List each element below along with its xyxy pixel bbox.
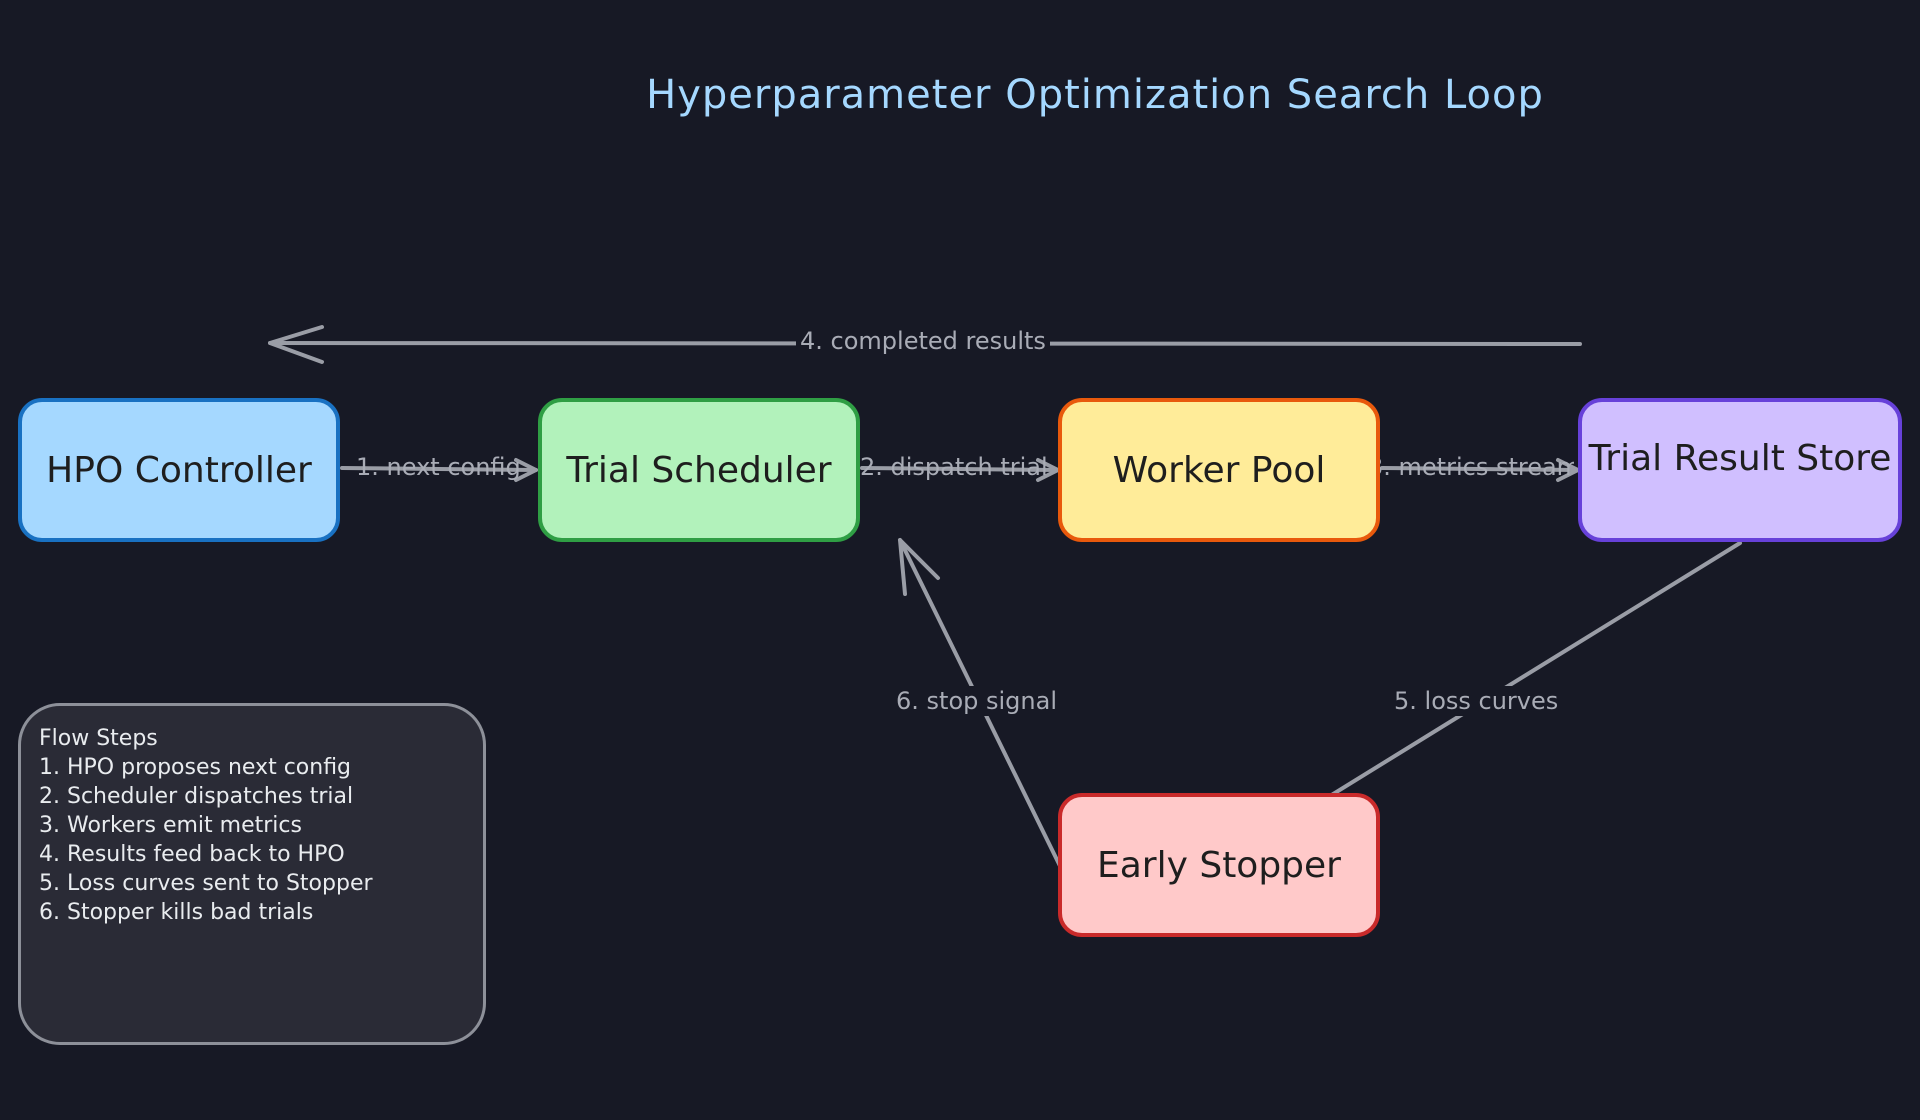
flow-steps-legend: Flow Steps 1. HPO proposes next config 2…: [18, 703, 486, 1045]
legend-step: 6. Stopper kills bad trials: [39, 900, 314, 925]
legend-step: 4. Results feed back to HPO: [39, 842, 345, 867]
edge-label-dispatch-trial: 2. dispatch trial: [860, 453, 1048, 481]
legend-step: 3. Workers emit metrics: [39, 813, 302, 838]
node-hpo-controller[interactable]: HPO Controller: [18, 398, 340, 542]
edge-label-loss-curves: 5. loss curves: [1388, 686, 1565, 716]
edge-next-config: [340, 458, 538, 482]
legend-step: 1. HPO proposes next config: [39, 755, 352, 780]
legend-step: 5. Loss curves sent to Stopper: [39, 871, 373, 896]
legend-step: 2. Scheduler dispatches trial: [39, 784, 354, 809]
node-trial-result-store[interactable]: Trial Result Store: [1578, 398, 1902, 542]
edge-label-next-config: 1. next config: [356, 453, 521, 481]
node-early-stopper[interactable]: Early Stopper: [1058, 793, 1380, 937]
edge-label-stop-signal: 6. stop signal: [890, 686, 1063, 716]
edge-label-metrics-stream: 3. metrics stream: [1368, 453, 1574, 481]
node-trial-scheduler[interactable]: Trial Scheduler: [538, 398, 860, 542]
diagram-title: Hyperparameter Optimization Search Loop: [646, 72, 1544, 118]
legend-heading: Flow Steps: [39, 726, 158, 751]
edge-label-completed-results: 4. completed results: [796, 326, 1050, 356]
node-worker-pool[interactable]: Worker Pool: [1058, 398, 1380, 542]
